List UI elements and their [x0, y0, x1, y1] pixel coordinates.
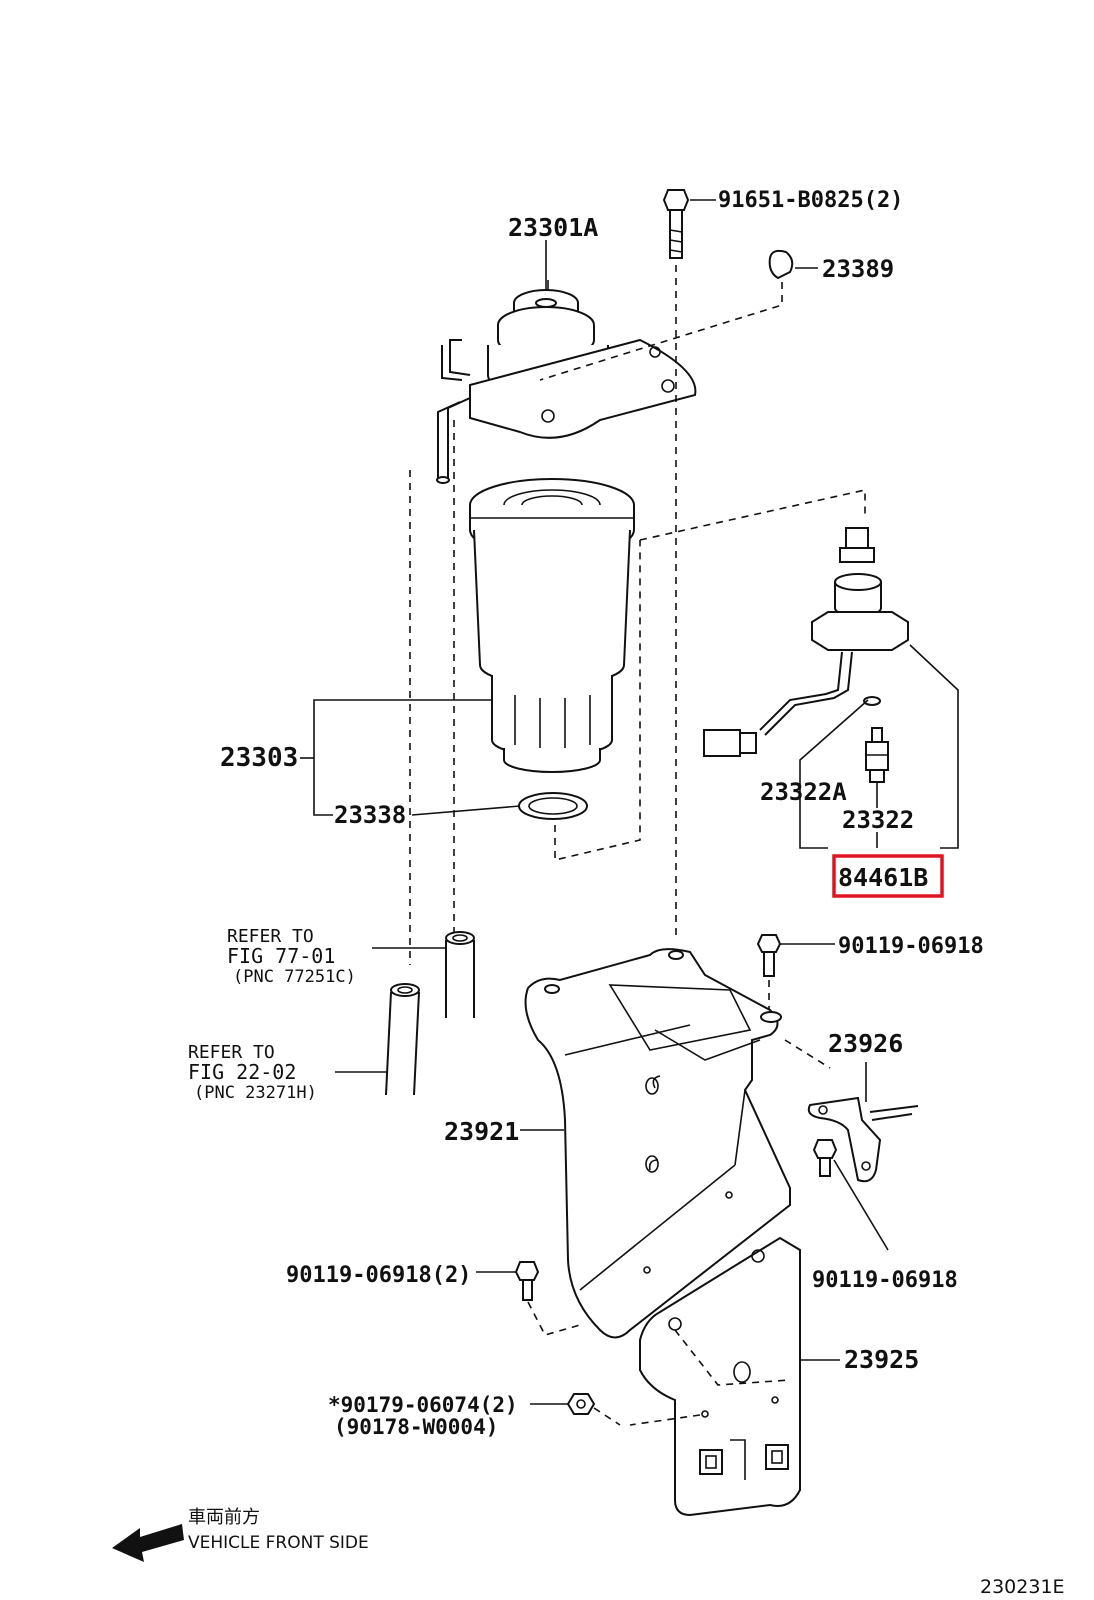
label-23925: 23925	[844, 1345, 919, 1374]
bolts-90119-drawing	[476, 934, 889, 1336]
filter-element-drawing	[300, 280, 866, 965]
front-side-english: VEHICLE FRONT SIDE	[188, 1533, 369, 1553]
label-90119-06918-2: 90119-06918(2)	[286, 1263, 471, 1288]
label-23926: 23926	[828, 1029, 903, 1058]
clip-23389-drawing	[539, 249, 818, 381]
label-23322: 23322	[842, 806, 914, 834]
label-91651-b0825: 91651-B0825(2)	[718, 188, 903, 213]
highlight-box	[832, 854, 944, 898]
label-23389: 23389	[822, 255, 894, 283]
nut-90179-drawing	[530, 1393, 621, 1426]
filter-head-drawing	[436, 240, 697, 484]
front-side-japanese: 車両前方	[188, 1507, 260, 1528]
refer-fig-22-02-line1: REFER TO	[188, 1042, 275, 1063]
label-23921: 23921	[444, 1117, 519, 1146]
refer-fig-77-01-line3: (PNC 77251C)	[233, 967, 356, 987]
label-90119-06918-right: 90119-06918	[812, 1268, 958, 1293]
bracket-23926-drawing	[784, 1039, 919, 1183]
refer-fig-22-02-line2: FIG 22-02	[188, 1060, 296, 1084]
plate-23925-drawing	[629, 1236, 840, 1517]
sensor-drawing	[703, 527, 959, 849]
front-arrow-icon	[112, 1524, 184, 1562]
label-84461b[interactable]: 84461B	[838, 863, 928, 892]
label-90179-06074: *90179-06074(2)	[328, 1393, 518, 1417]
label-23322a: 23322A	[760, 778, 847, 806]
hose-drawings	[335, 931, 475, 1096]
label-23338: 23338	[334, 801, 406, 829]
figure-id: 230231E	[980, 1576, 1065, 1598]
label-90119-06918-top: 90119-06918	[838, 934, 984, 959]
refer-fig-22-02-line3: (PNC 23271H)	[194, 1083, 317, 1103]
label-23303: 23303	[220, 743, 298, 773]
refer-fig-77-01-line1: REFER TO	[227, 926, 314, 947]
refer-fig-77-01-line2: FIG 77-01	[227, 944, 335, 968]
bracket-23921-drawing	[520, 948, 791, 1339]
label-90178-w0004: (90178-W0004)	[334, 1415, 498, 1439]
bolt-91651-drawing	[662, 189, 716, 940]
label-23301a: 23301A	[508, 213, 598, 242]
